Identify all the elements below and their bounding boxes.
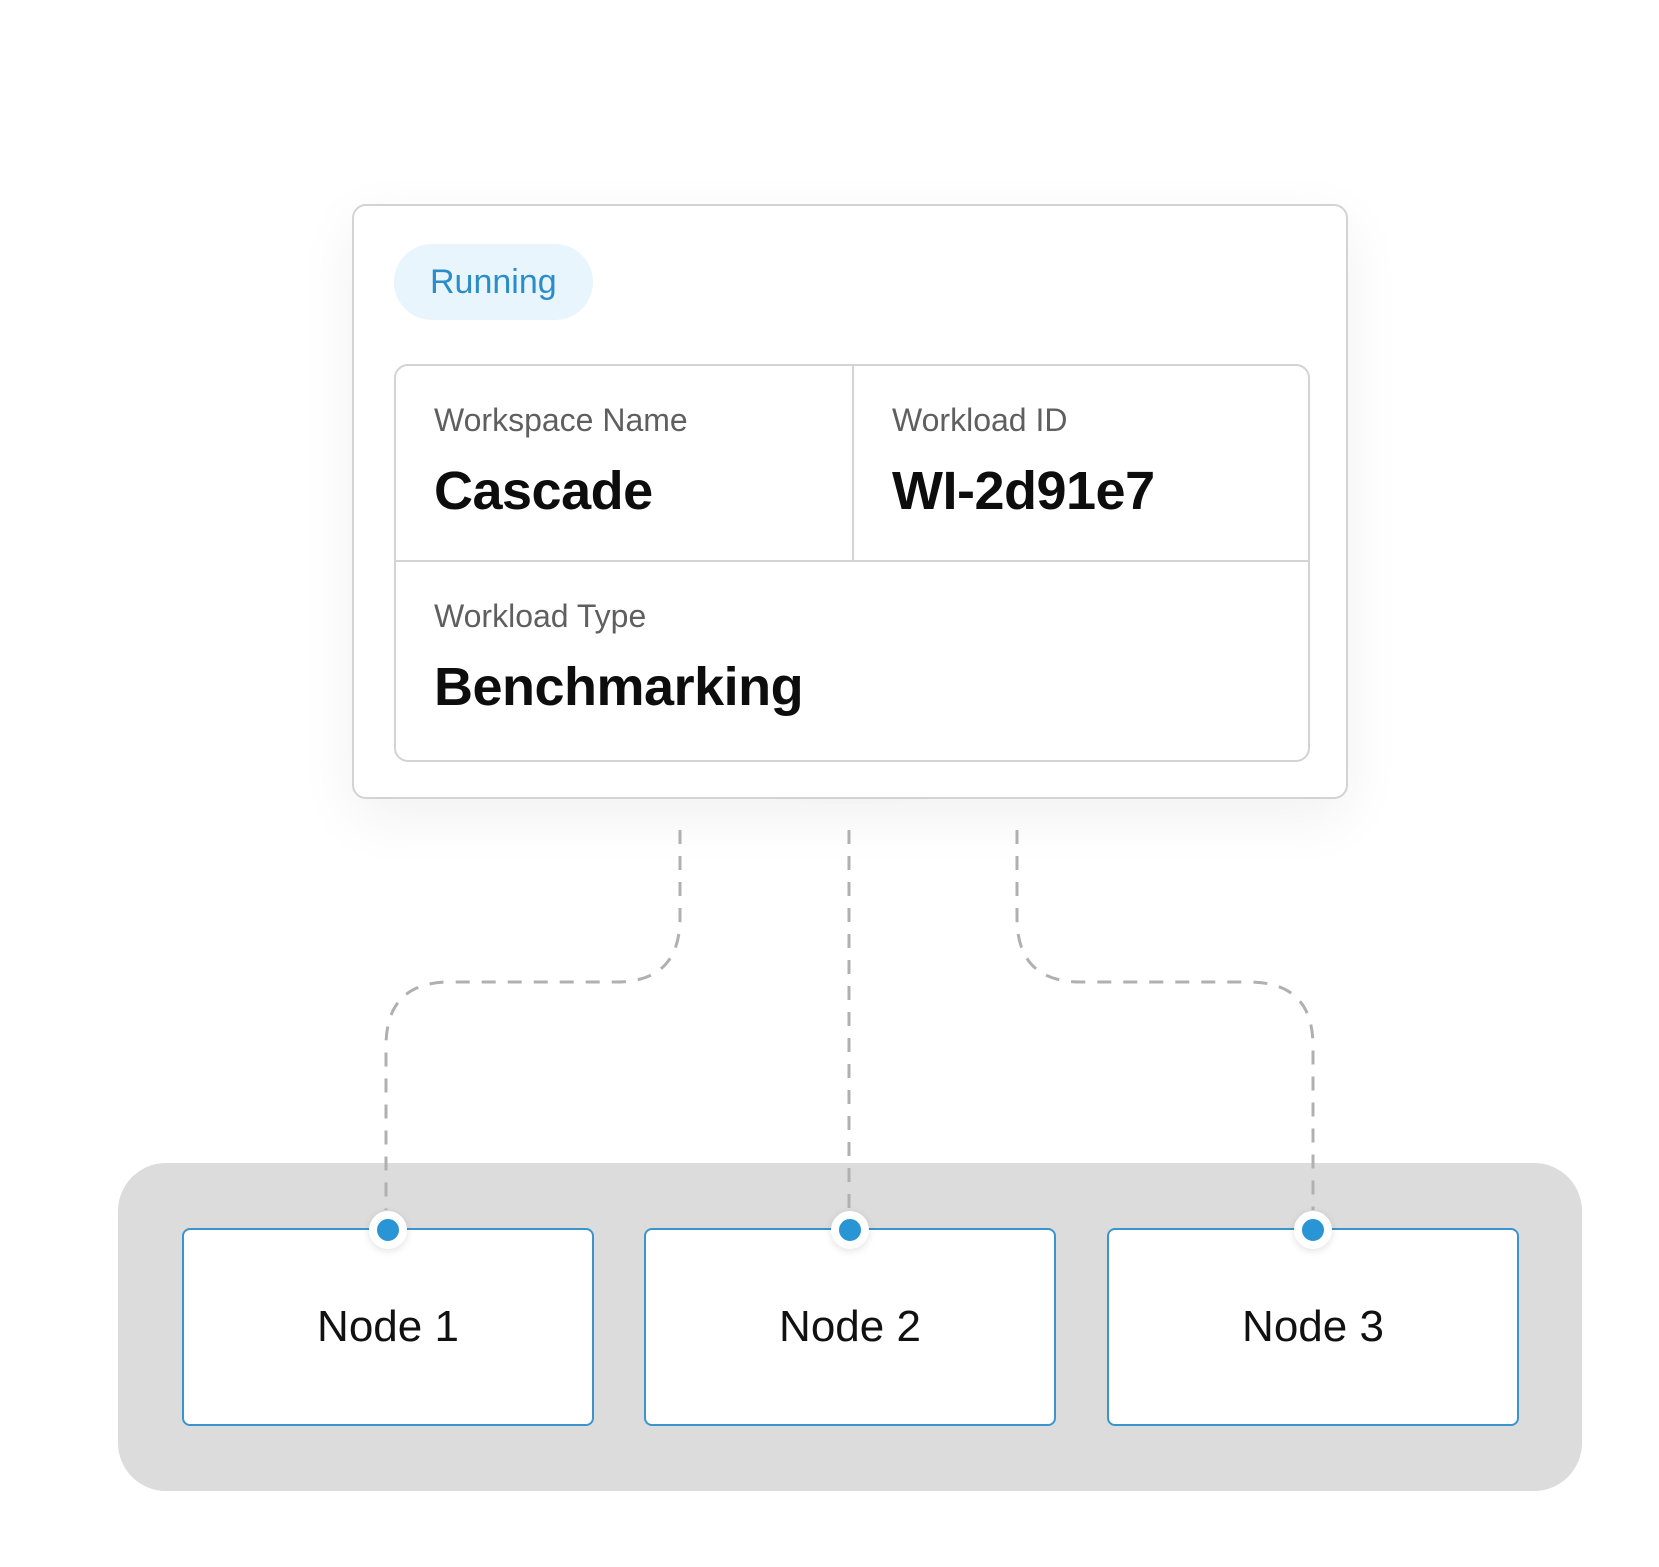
connector-dot-icon [831,1211,869,1249]
workload-details-grid: Workspace Name Cascade Workload ID WI-2d… [394,364,1310,762]
workload-type-label: Workload Type [434,598,647,634]
workspace-name-cell: Workspace Name Cascade [396,366,854,562]
status-badge: Running [394,244,593,320]
connector-line-node-3 [1015,830,1315,1210]
node-label: Node 3 [1242,1302,1384,1351]
node-label: Node 2 [779,1302,921,1351]
workload-id-value: WI-2d91e7 [892,461,1155,521]
node-card-3[interactable]: Node 3 [1107,1211,1519,1426]
workspace-name-label: Workspace Name [434,402,688,438]
workspace-name-value: Cascade [434,461,653,521]
workload-type-cell: Workload Type Benchmarking [396,562,1308,760]
workload-id-cell: Workload ID WI-2d91e7 [854,366,1308,562]
connector-dot-icon [369,1211,407,1249]
connector-dot-icon [1294,1211,1332,1249]
connector-line-node-1 [384,830,682,1210]
workload-card: Running Workspace Name Cascade Workload … [352,204,1348,799]
node-label: Node 1 [317,1302,459,1351]
workload-id-label: Workload ID [892,402,1068,438]
node-card-1[interactable]: Node 1 [182,1211,594,1426]
workload-type-value: Benchmarking [434,657,804,717]
node-card-2[interactable]: Node 2 [644,1211,1056,1426]
